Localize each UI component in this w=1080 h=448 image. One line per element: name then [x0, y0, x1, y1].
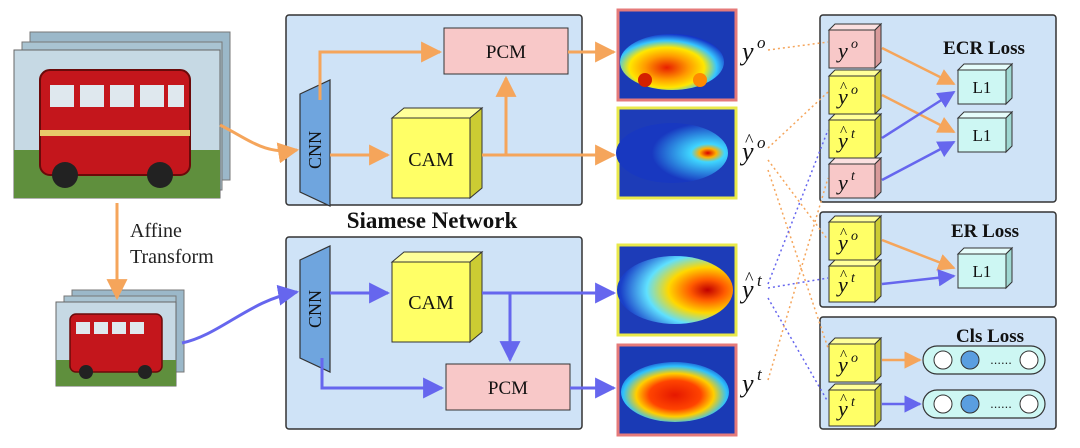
pcm-map-bottom — [616, 343, 738, 437]
ecr-loss-title: ECR Loss — [943, 38, 1025, 59]
svg-text:y: y — [739, 275, 754, 304]
svg-text:L1: L1 — [973, 126, 992, 145]
cnn-block-bottom — [299, 245, 331, 373]
label-y-o: y o — [739, 33, 766, 66]
svg-text:y: y — [836, 272, 848, 297]
ecr-l1-box-1: L1 — [956, 62, 1014, 106]
label-y-t: y t — [739, 365, 763, 398]
svg-text:^: ^ — [745, 268, 754, 288]
input-image-original — [13, 31, 231, 199]
affine-label: Affine — [130, 220, 182, 242]
svg-text:y: y — [836, 38, 848, 63]
cam-block-bottom — [390, 250, 484, 344]
pcm-label-bottom: PCM — [488, 378, 528, 399]
pcm-label-top: PCM — [486, 42, 526, 63]
svg-text:^: ^ — [840, 80, 847, 96]
svg-text:o: o — [757, 133, 766, 152]
ecr-cube-yhat-t: y ^ t — [827, 112, 883, 160]
svg-text:t: t — [851, 169, 856, 184]
er-loss-title: ER Loss — [951, 221, 1019, 242]
cls-vector-o: ...... — [922, 345, 1046, 375]
svg-text:y: y — [739, 137, 754, 166]
svg-text:......: ...... — [990, 396, 1012, 411]
svg-text:y: y — [836, 170, 848, 195]
ecr-cube-y-t: y t — [827, 156, 883, 200]
svg-text:y: y — [836, 352, 848, 377]
cnn-label-top: CNN — [305, 131, 325, 169]
transform-label: Transform — [130, 246, 214, 268]
svg-text:t: t — [757, 271, 763, 290]
er-l1-box: L1 — [956, 246, 1014, 290]
cls-vector-t: ...... — [922, 389, 1046, 419]
svg-text:t: t — [851, 127, 856, 142]
cls-loss-title: Cls Loss — [956, 326, 1024, 347]
er-cube-yhat-o: y ^ o — [827, 214, 883, 262]
svg-text:L1: L1 — [973, 262, 992, 281]
label-yhat-t: y ^ t — [739, 268, 763, 304]
svg-text:y: y — [836, 230, 848, 255]
svg-text:y: y — [739, 369, 754, 398]
svg-text:L1: L1 — [973, 78, 992, 97]
ecr-l1-box-2: L1 — [956, 110, 1014, 154]
pcm-map-top — [616, 8, 738, 102]
er-cube-yhat-t: y ^ t — [827, 258, 883, 304]
svg-text:o: o — [851, 351, 858, 366]
cam-label-top: CAM — [408, 149, 454, 171]
svg-text:y: y — [739, 37, 754, 66]
cam-label-bottom: CAM — [408, 292, 454, 314]
svg-text:t: t — [851, 271, 856, 286]
cam-map-bottom — [616, 243, 738, 337]
svg-text:y: y — [836, 396, 848, 421]
siamese-network-title: Siamese Network — [347, 208, 518, 233]
svg-text:o: o — [757, 33, 766, 52]
svg-text:^: ^ — [840, 268, 847, 284]
svg-text:o: o — [851, 229, 858, 244]
ecr-arrow-yhat-o-to-l1 — [881, 93, 956, 134]
pcm-block-top — [443, 27, 569, 75]
cls-cube-yhat-t: y ^ t — [827, 382, 883, 428]
cls-cube-yhat-o: y ^ o — [827, 336, 883, 384]
ecr-arrow-y-o-to-l1 — [881, 46, 956, 86]
svg-text:y: y — [836, 84, 848, 109]
svg-text:^: ^ — [840, 124, 847, 140]
cam-block-top — [390, 106, 484, 200]
input-image-transformed — [55, 289, 185, 387]
svg-text:^: ^ — [840, 348, 847, 364]
cam-map-top — [616, 106, 738, 200]
svg-text:o: o — [851, 83, 858, 98]
er-arrow-yhat-t-to-l1 — [881, 269, 956, 287]
svg-text:^: ^ — [840, 226, 847, 242]
svg-text:^: ^ — [745, 130, 754, 150]
arrow-cnn-to-pcm-bottom — [320, 358, 445, 399]
arrow-input-to-cnn-top — [219, 123, 300, 164]
svg-text:t: t — [851, 395, 856, 410]
pcm-block-bottom — [445, 363, 571, 411]
arrow-cnn-to-pcm-top — [318, 41, 443, 100]
ecr-cube-y-o: y o — [827, 22, 883, 70]
ecr-arrow-yhat-t-to-l1 — [881, 90, 956, 140]
er-arrow-yhat-o-to-l1 — [881, 238, 956, 271]
svg-text:o: o — [851, 37, 858, 52]
cnn-label-bottom: CNN — [305, 290, 325, 328]
svg-text:t: t — [757, 365, 763, 384]
label-yhat-o: y ^ o — [739, 130, 766, 166]
svg-text:......: ...... — [990, 352, 1012, 367]
ecr-arrow-y-t-to-l1 — [881, 140, 956, 182]
svg-text:y: y — [836, 128, 848, 153]
dotted-connectors — [767, 41, 829, 403]
arrow-input-to-cnn-bottom — [181, 284, 300, 345]
svg-text:^: ^ — [840, 392, 847, 408]
ecr-cube-yhat-o: y ^ o — [827, 68, 883, 116]
